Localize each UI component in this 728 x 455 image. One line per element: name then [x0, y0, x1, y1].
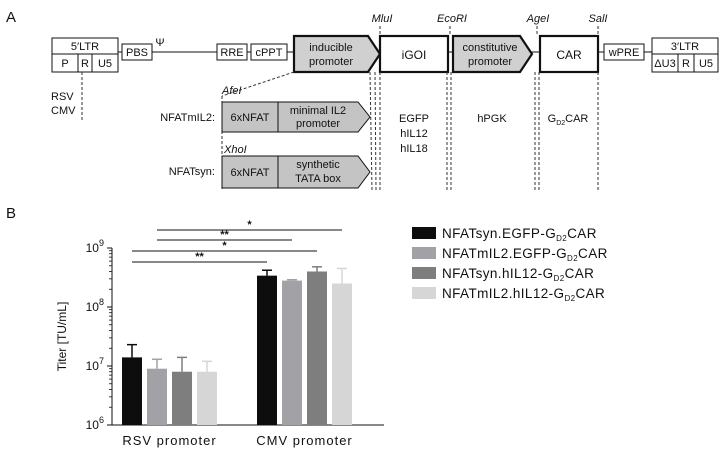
bar — [282, 280, 302, 425]
pbs-element: PBS — [121, 43, 153, 61]
y-tick-label: 108 — [86, 297, 104, 314]
ltr3-element: 3′LTR ΔU3 R U5 — [651, 37, 719, 73]
ltr3-r: R — [682, 58, 690, 70]
cmv-label: CMV — [51, 105, 76, 117]
ltr5-r: R — [81, 58, 89, 70]
nfatsyn-construct: NFATsyn: 6xNFAT synthetic TATA box — [169, 155, 371, 189]
x-category-label: RSV promoter — [122, 433, 216, 448]
ltr3-title: 3′LTR — [671, 41, 699, 53]
bar — [307, 271, 327, 425]
minimal-il2-label-2: promoter — [296, 118, 340, 130]
constitutive-label-1: constitutive — [462, 42, 517, 54]
site-ecori: EcoRI — [437, 13, 467, 25]
rre-label: RRE — [220, 47, 243, 59]
significance-label: * — [222, 240, 227, 252]
igoi-item-hil18: hIL18 — [400, 143, 428, 155]
legend-swatch — [412, 267, 436, 279]
wpre-element: wPRE — [603, 43, 645, 61]
site-afei: AfeI — [221, 85, 242, 97]
y-tick-label: 107 — [86, 356, 104, 373]
nfatsyn-label: NFATsyn: — [169, 166, 215, 178]
constitutive-label-2: promoter — [468, 56, 512, 68]
pbs-label: PBS — [126, 47, 148, 59]
cppt-element: cPPT — [250, 43, 288, 61]
x-category-label: CMV promoter — [256, 433, 353, 448]
nfatsyn-6xnfat: 6xNFAT — [231, 167, 270, 179]
ltr5-title: 5′LTR — [71, 41, 99, 53]
nfatmil2-6xnfat: 6xNFAT — [231, 112, 270, 124]
igoi-item-hil12: hIL12 — [400, 128, 428, 140]
site-xhoi: XhoI — [223, 144, 247, 156]
legend-label: NFATmIL2.hIL12-GD2CAR — [442, 286, 605, 303]
rre-element: RRE — [216, 43, 248, 61]
synthetic-label-1: synthetic — [296, 159, 340, 171]
inducible-label-2: promoter — [309, 56, 353, 68]
panel-a: A 5′LTR P R U5 PBS Ψ RRE cPPT — [6, 9, 719, 191]
igoi-item-egfp: EGFP — [399, 113, 429, 125]
panel-b-label: B — [6, 205, 16, 222]
minimal-il2-label-1: minimal IL2 — [290, 105, 346, 117]
bar — [172, 371, 192, 425]
site-mlui: MluI — [372, 13, 393, 25]
legend-swatch — [412, 287, 436, 299]
legend-label: NFATsyn.EGFP-GD2CAR — [442, 226, 597, 243]
constitutive-promoter-arrow: constitutive promoter — [451, 34, 534, 74]
inducible-label-1: inducible — [309, 42, 352, 54]
rsv-label: RSV — [51, 91, 74, 103]
bar — [332, 283, 352, 425]
wpre-label: wPRE — [608, 47, 640, 59]
significance-label: ** — [220, 229, 229, 241]
significance-label: * — [247, 219, 252, 231]
inducible-promoter-arrow: inducible promoter — [292, 34, 382, 74]
hpgk-label: hPGK — [477, 113, 507, 125]
y-axis-label: Titer [TU/mL] — [55, 302, 69, 372]
cppt-label: cPPT — [256, 47, 283, 59]
bar — [122, 357, 142, 425]
ltr3-du3: ΔU3 — [654, 58, 675, 70]
car-label: CAR — [556, 48, 582, 62]
y-tick-label: 106 — [86, 415, 104, 432]
chart-legend: NFATsyn.EGFP-GD2CAR NFATmIL2.EGFP-GD2CAR N… — [412, 226, 608, 303]
synthetic-label-2: TATA box — [295, 173, 341, 185]
legend-label: NFATsyn.hIL12-GD2CAR — [442, 266, 594, 283]
legend-label: NFATmIL2.EGFP-GD2CAR — [442, 246, 608, 263]
significance-label: ** — [195, 251, 204, 263]
igoi-label: iGOI — [402, 48, 427, 62]
psi-label: Ψ — [155, 37, 164, 49]
legend-swatch — [412, 247, 436, 259]
site-sali: SalI — [589, 13, 608, 25]
bar — [257, 275, 277, 425]
gd2car-label: GD2CAR — [548, 113, 589, 127]
ltr5-u5: U5 — [98, 58, 112, 70]
nfatmil2-label: NFATmIL2: — [160, 112, 215, 124]
legend-swatch — [412, 227, 436, 239]
bar — [197, 371, 217, 425]
restriction-sites: MluI EcoRI AgeI SalI AfeI XhoI — [221, 13, 607, 156]
nfatmil2-construct: NFATmIL2: 6xNFAT minimal IL2 promoter — [160, 101, 371, 133]
ltr5-element: 5′LTR P R U5 — [51, 37, 119, 73]
panel-a-label: A — [6, 9, 16, 26]
y-tick-label: 109 — [86, 238, 104, 255]
ltr3-u5: U5 — [699, 58, 713, 70]
site-agei: AgeI — [526, 13, 550, 25]
igoi-element: iGOI — [378, 34, 450, 74]
bar — [147, 368, 167, 425]
ltr5-p: P — [61, 58, 68, 70]
car-element: CAR — [538, 34, 600, 74]
gene-lists: EGFP hIL12 hIL18 hPGK GD2CAR — [399, 113, 588, 155]
